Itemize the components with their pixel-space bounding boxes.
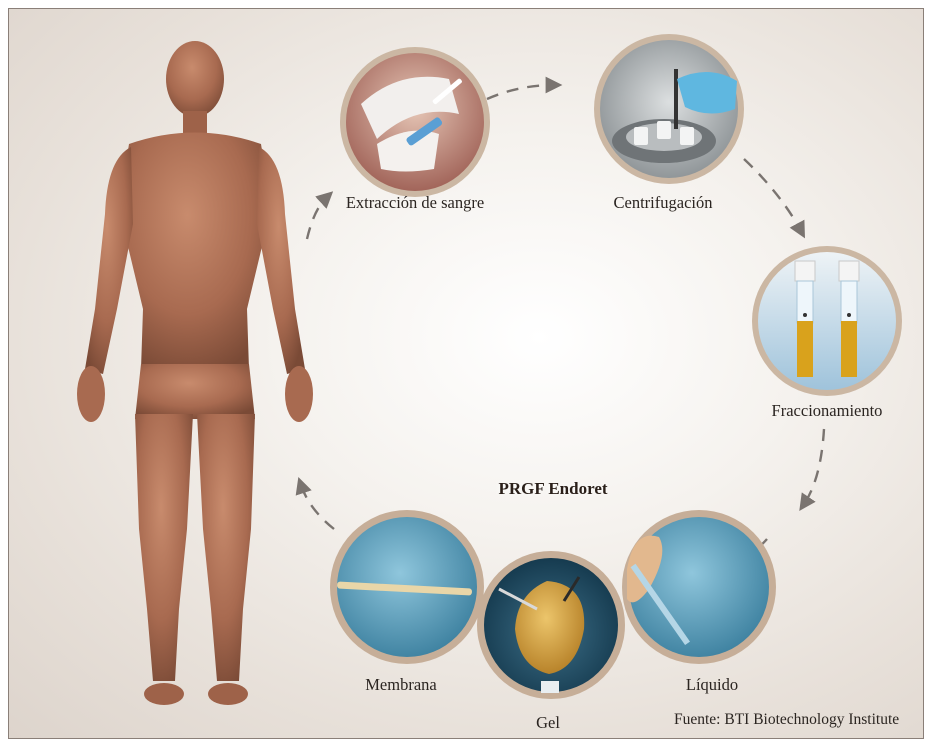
diagram-title: PRGF Endoret (498, 479, 607, 499)
centrifuge-photo (594, 34, 744, 184)
process-diagram (9, 9, 923, 738)
step-label-centrifugation: Centrifugación (614, 193, 713, 213)
arrow-centrifuge-to-fraction (744, 159, 801, 231)
plasma-tubes-photo (752, 246, 902, 396)
step-label-fractionation: Fraccionamiento (772, 401, 883, 421)
arrow-extraction-to-centrifuge (487, 85, 554, 99)
product-label-gel: Gel (536, 713, 560, 733)
arrow-body-to-extraction (307, 197, 327, 239)
arrow-fraction-to-products (804, 429, 824, 504)
membrane-photo (330, 510, 484, 664)
source-credit: Fuente: BTI Biotechnology Institute (674, 711, 899, 729)
figure-panel: Extracción de sangre Centrifugación Frac… (8, 8, 924, 739)
human-body-figure (77, 41, 313, 705)
step-label-extraction: Extracción de sangre (346, 193, 484, 213)
product-label-liquid: Líquido (686, 675, 738, 695)
arrow-products-to-body (301, 485, 334, 529)
liquid-photo (622, 510, 776, 664)
blood-draw-photo (340, 47, 490, 197)
product-label-membrane: Membrana (365, 675, 436, 695)
gel-photo (477, 551, 625, 699)
